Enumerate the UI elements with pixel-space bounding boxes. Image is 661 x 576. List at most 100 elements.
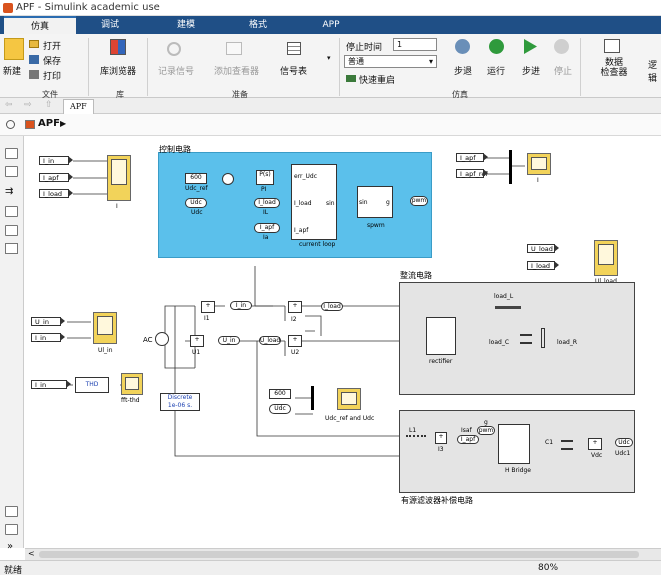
u-load-goto2[interactable]: U_load: [259, 336, 281, 345]
arrow-right-icon[interactable]: ⇉: [5, 186, 14, 197]
library-browser-button[interactable]: 库浏览器: [100, 67, 137, 77]
u2-measure[interactable]: +: [288, 335, 302, 347]
scope-apf[interactable]: [527, 153, 551, 175]
save-button[interactable]: 保存: [43, 57, 62, 67]
simulation-mode-select[interactable]: 普通▾: [344, 55, 437, 68]
pwm-from[interactable]: pwm: [477, 426, 495, 435]
i-load-goto[interactable]: I_load: [39, 189, 73, 198]
udc-ref-const[interactable]: 600: [185, 173, 207, 184]
load-capacitor[interactable]: [520, 334, 532, 344]
load-r-label: load_R: [557, 339, 577, 346]
ac-source[interactable]: [155, 332, 169, 346]
i2-measure[interactable]: +: [288, 301, 302, 313]
c1-capacitor[interactable]: [561, 440, 573, 450]
breadcrumb-model[interactable]: APF: [38, 118, 60, 129]
fast-restart-button[interactable]: 快速重启: [359, 76, 396, 86]
rectifier-area[interactable]: [399, 282, 635, 395]
tab-simulation[interactable]: 仿真: [4, 16, 76, 34]
scope-ul-load[interactable]: [594, 240, 618, 276]
annotation-icon[interactable]: [5, 206, 18, 217]
prepare-expand-icon[interactable]: ▾: [327, 54, 331, 62]
data-inspector-button[interactable]: 数据 检查器: [600, 58, 628, 78]
u1-measure[interactable]: +: [190, 335, 204, 347]
mux-udc[interactable]: [311, 386, 314, 410]
title-bar: APF - Simulink academic use: [0, 0, 661, 16]
sum-block[interactable]: [222, 173, 234, 185]
i-in-from[interactable]: I_in: [31, 333, 65, 342]
i-apf-ref-from[interactable]: I_apf_ref: [456, 169, 488, 178]
u-in-from[interactable]: U_in: [31, 317, 65, 326]
zoom-icon[interactable]: [5, 148, 18, 159]
current-loop-subsystem[interactable]: err_Udc I_load I_apf sin: [291, 164, 337, 240]
image-icon[interactable]: [5, 225, 18, 236]
breadcrumb-arrow-icon[interactable]: ▶: [60, 119, 67, 128]
i3-measure[interactable]: +: [435, 432, 447, 444]
fit-view-icon[interactable]: [5, 166, 18, 177]
scope-udc[interactable]: [337, 388, 361, 410]
load-resistor[interactable]: [541, 328, 545, 348]
hide-explorer-icon[interactable]: [6, 120, 15, 129]
rectifier-block[interactable]: [426, 317, 456, 355]
step-forward-button[interactable]: 步进: [522, 67, 541, 77]
l1-inductor[interactable]: [406, 435, 426, 439]
model-browser-icon[interactable]: [5, 524, 18, 535]
i-in-thd-from[interactable]: I_in: [31, 380, 71, 389]
i-load-goto2[interactable]: I_load: [321, 302, 343, 311]
control-circuit-title: 控制电路: [159, 145, 191, 154]
i-apf-goto[interactable]: I_apf: [39, 173, 73, 182]
h-bridge-block[interactable]: [498, 424, 530, 464]
u-load-from[interactable]: U_load: [527, 244, 559, 253]
stop-time-input[interactable]: 1: [393, 38, 437, 51]
udc-goto[interactable]: Udc: [615, 438, 633, 447]
vdc-measure[interactable]: +: [588, 438, 602, 450]
const-600b[interactable]: 600: [269, 389, 291, 399]
powergui-discrete[interactable]: Discrete 1e-06 s.: [160, 393, 200, 411]
pwm-goto[interactable]: pwm: [410, 196, 428, 206]
scroll-thumb[interactable]: [39, 551, 639, 558]
forward-arrow-icon[interactable]: ⇨: [24, 100, 32, 110]
new-button[interactable]: 新建: [3, 67, 22, 77]
area-icon[interactable]: [5, 243, 18, 254]
up-arrow-icon[interactable]: ⇧: [45, 100, 53, 110]
thd-block[interactable]: THD: [75, 377, 109, 393]
signal-table-button[interactable]: 信号表: [280, 67, 308, 77]
camera-icon[interactable]: [5, 506, 18, 517]
run-icon: [489, 39, 504, 54]
run-button[interactable]: 运行: [487, 67, 506, 77]
model-canvas[interactable]: I_in I_apf I_load I 控制电路 600 Udc_ref Udc…: [25, 136, 661, 548]
tab-app[interactable]: APP: [322, 20, 340, 30]
i-in-goto[interactable]: I_in: [39, 156, 73, 165]
scroll-left-icon[interactable]: <: [28, 549, 35, 558]
ia-from[interactable]: I_apf: [254, 223, 280, 233]
model-tab[interactable]: APF: [63, 99, 94, 114]
back-arrow-icon[interactable]: ⇦: [5, 100, 13, 110]
scope-u-in[interactable]: [93, 312, 117, 344]
print-button[interactable]: 打印: [43, 72, 62, 82]
i1-measure[interactable]: +: [201, 301, 215, 313]
horizontal-scrollbar[interactable]: <: [25, 548, 661, 560]
i-apf-from[interactable]: I_apf: [456, 153, 488, 162]
tab-modeling[interactable]: 建模: [176, 20, 195, 30]
i-load-from[interactable]: I_load: [527, 261, 559, 270]
udc-from[interactable]: Udc: [185, 198, 207, 208]
open-button[interactable]: 打开: [43, 42, 62, 52]
i-in-goto2[interactable]: I_in: [230, 301, 252, 310]
scope-i[interactable]: [107, 155, 131, 201]
add-viewer-button[interactable]: 添加查看器: [214, 67, 260, 77]
log-signals-button[interactable]: 记录信号: [158, 67, 195, 77]
step-back-button[interactable]: 步退: [454, 67, 473, 77]
il-from[interactable]: I_load: [254, 198, 280, 208]
tab-debug[interactable]: 调试: [100, 20, 119, 30]
load-inductor[interactable]: [495, 306, 521, 309]
expand-icon[interactable]: »: [7, 541, 14, 552]
scope-fft-thd[interactable]: [121, 373, 143, 395]
tab-format[interactable]: 格式: [248, 20, 267, 30]
stop-button[interactable]: 停止: [554, 67, 573, 77]
logic-analyzer-button[interactable]: 逻辑: [648, 61, 658, 84]
mux-block[interactable]: [509, 150, 512, 184]
i-apf-goto2[interactable]: I_apf: [457, 435, 479, 444]
spwm-subsystem[interactable]: sin g: [357, 186, 393, 218]
udc-from-b[interactable]: Udc: [269, 404, 291, 414]
u-in-goto2[interactable]: U_in: [218, 336, 240, 345]
pi-block[interactable]: P(s): [256, 170, 274, 185]
